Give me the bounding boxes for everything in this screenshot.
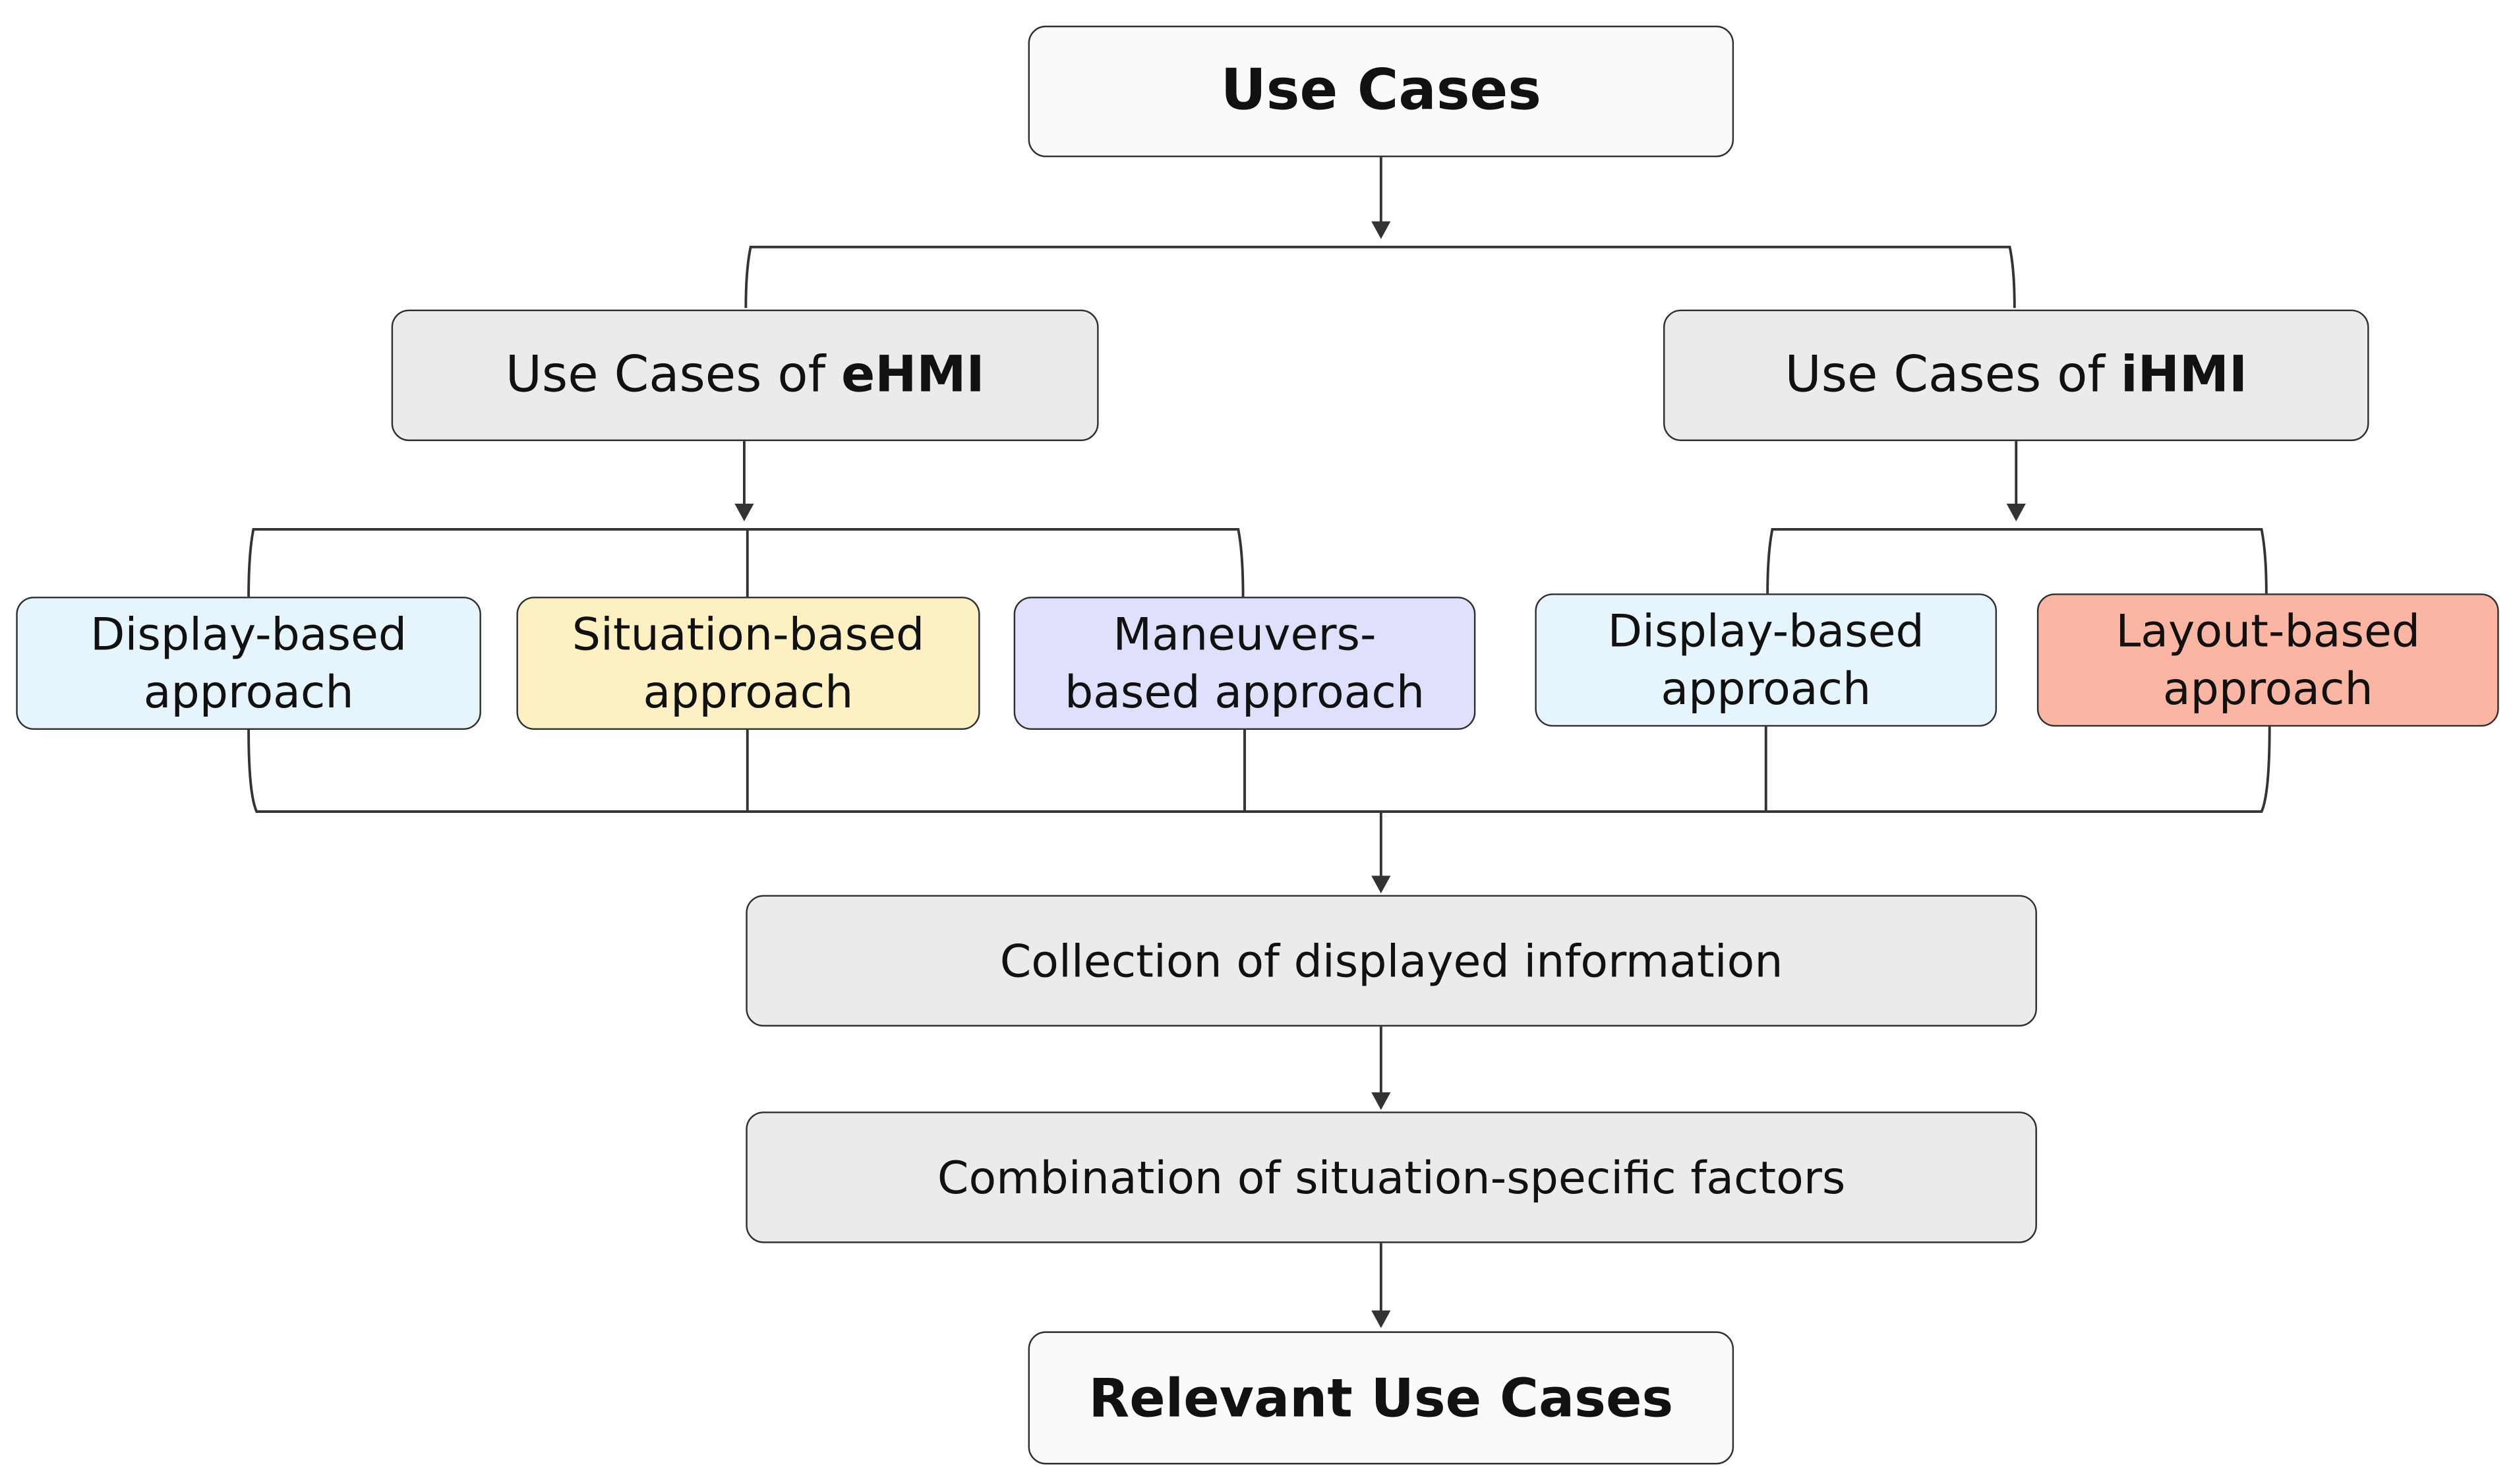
approach-label-line1: Maneuvers-: [1113, 607, 1376, 661]
arrowhead-combination: [1371, 1310, 1391, 1328]
node-combination-label: Combination of situation-specific factor…: [937, 1150, 1846, 1204]
approach-label-line1: Display-based: [1607, 604, 1924, 657]
bracket-merge: [247, 727, 2271, 814]
node-combination-of-factors: Combination of situation-specific factor…: [746, 1112, 2037, 1243]
node-collection-of-displayed-information: Collection of displayed information: [746, 895, 2037, 1027]
node-ihmi-use-cases: Use Cases of iHMI: [1663, 309, 2369, 442]
result-node-label: Relevant Use Cases: [1088, 1366, 1674, 1429]
node-ihmi-prefix: Use Cases of: [1785, 346, 2121, 405]
root-node-use-cases: Use Cases: [1028, 25, 1734, 158]
approach-label-line1: Display-based: [90, 607, 407, 661]
arrowhead-ehmi: [734, 503, 754, 521]
approach-label-line2: approach: [2162, 661, 2373, 715]
arrowhead-collection: [1371, 1092, 1391, 1110]
arrowhead-merge: [1371, 876, 1391, 894]
node-ehmi-label: Use Cases of eHMI: [506, 347, 985, 405]
bracket-ehmi: [247, 527, 1245, 597]
approach-label-line2: approach: [643, 665, 854, 718]
result-node-relevant-use-cases: Relevant Use Cases: [1028, 1331, 1734, 1465]
approach-label-line2: based approach: [1064, 665, 1425, 718]
bracket-level-1: [744, 245, 2016, 309]
root-node-label: Use Cases: [1220, 59, 1541, 124]
node-collection-label: Collection of displayed information: [999, 934, 1783, 988]
node-ihmi-bold: iHMI: [2120, 346, 2248, 405]
node-ihmi-label: Use Cases of iHMI: [1785, 347, 2248, 405]
bracket-ihmi: [1766, 527, 2268, 594]
arrowhead-root: [1371, 221, 1391, 239]
arrowhead-ihmi: [2006, 503, 2026, 521]
node-ehmi-use-cases: Use Cases of eHMI: [391, 309, 1099, 442]
node-ehmi-prefix: Use Cases of: [505, 346, 842, 405]
approach-label-line2: approach: [143, 665, 354, 718]
approach-label-line2: approach: [1661, 661, 1872, 715]
node-ehmi-maneuvers-based-approach: Maneuvers-based approach: [1013, 597, 1476, 730]
approach-label-line1: Layout-based: [2116, 604, 2421, 657]
approach-label-line1: Situation-based: [572, 607, 925, 661]
node-ehmi-bold: eHMI: [841, 346, 985, 405]
